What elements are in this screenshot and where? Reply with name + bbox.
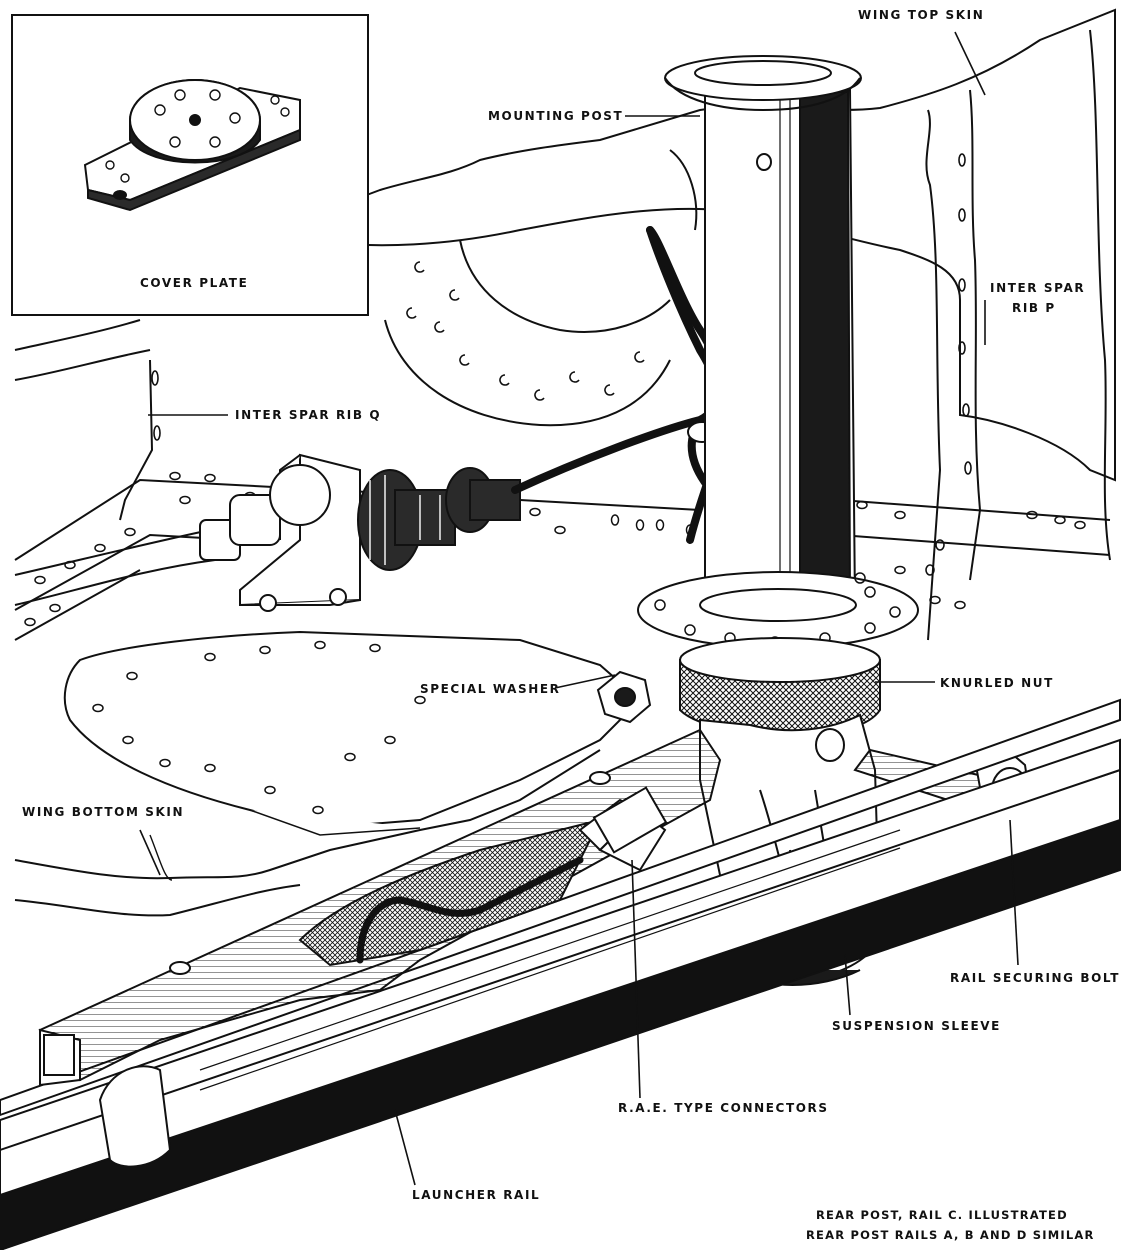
- rib-p-rivets: [925, 153, 972, 576]
- inter-spar-rib-q: [14, 319, 154, 521]
- label-wing-top-skin: WING TOP SKIN: [858, 8, 985, 22]
- cable-plug-left: [199, 464, 331, 561]
- connector-coupling: [357, 467, 521, 571]
- spar-flange: [14, 478, 1111, 641]
- label-rail-securing-bolt: RAIL SECURING BOLT: [950, 971, 1120, 985]
- flange-rivets: [24, 471, 1086, 627]
- special-washer: [596, 670, 652, 724]
- rae-type-connectors: [578, 786, 668, 872]
- rail-rear-strap: [98, 1065, 172, 1168]
- label-wing-bottom-skin: WING BOTTOM SKIN: [22, 805, 185, 819]
- inset-title: COVER PLATE: [140, 276, 249, 290]
- wing-top-skin: [249, 8, 1116, 482]
- label-inter-spar-rib-q: INTER SPAR RIB Q: [235, 408, 382, 422]
- knurled-nut: [679, 637, 881, 737]
- cover-plate-rivets: [92, 640, 426, 815]
- leader-lines: [139, 31, 1019, 1186]
- inter-spar-rib-p: [925, 29, 1111, 641]
- post-base-flange: [637, 571, 919, 649]
- wing-bottom-skin: [14, 749, 601, 917]
- cover-plate-drawing: [83, 79, 301, 212]
- cable-loop: [511, 226, 740, 564]
- label-inter-spar-rib-p-1: INTER SPAR: [990, 281, 1086, 295]
- rib-hole-rivets: [406, 261, 645, 401]
- launcher-rail: [0, 698, 1121, 1250]
- rail-internal-cable: [356, 856, 584, 964]
- label-suspension-sleeve: SUSPENSION SLEEVE: [832, 1019, 1001, 1033]
- label-mounting-post: MOUNTING POST: [488, 109, 624, 123]
- rib-lightening-hole: [384, 149, 698, 427]
- label-rae-type-connectors: R.A.E. TYPE CONNECTORS: [618, 1101, 829, 1115]
- caption-line-2: REAR POST RAILS A, B AND D SIMILAR: [806, 1228, 1095, 1242]
- mounting-post: [664, 55, 862, 606]
- label-knurled-nut: KNURLED NUT: [940, 676, 1054, 690]
- cable-left: [14, 529, 216, 606]
- label-inter-spar-rib-p-2: RIB P: [1012, 301, 1056, 315]
- label-launcher-rail: LAUNCHER RAIL: [412, 1188, 541, 1202]
- caption-line-1: REAR POST, RAIL C. ILLUSTRATED: [816, 1208, 1068, 1222]
- bottom-cover-plate: [63, 630, 642, 836]
- label-special-washer: SPECIAL WASHER: [420, 682, 561, 696]
